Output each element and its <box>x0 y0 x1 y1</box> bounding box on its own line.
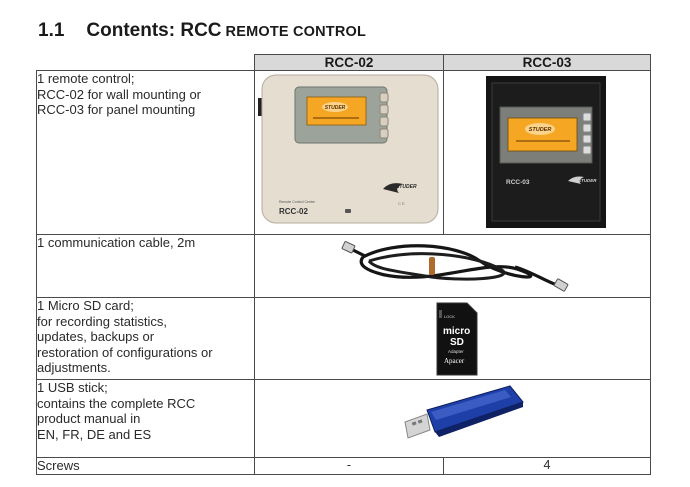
rcc02-lcd-logo: STUDER <box>325 105 346 111</box>
table-row: 1 communication cable, 2m <box>36 234 651 298</box>
rcc02-caption: Remote Control Centre <box>279 200 315 204</box>
cable-image-cell <box>254 234 651 298</box>
section-title-rest: remote control <box>225 24 367 40</box>
sd-brand-micro: micro <box>443 326 470 337</box>
row-description: 1 remote control; RCC-02 for wall mounti… <box>36 70 255 235</box>
screws-rcc02: - <box>254 457 444 475</box>
studer-logo-icon <box>383 183 403 193</box>
table-row: 1 Micro SD card; for recording statistic… <box>36 297 651 380</box>
screws-rcc03: 4 <box>443 457 651 475</box>
contents-table: RCC-02 RCC-03 1 remote control; RCC-02 f… <box>36 54 651 475</box>
studer-logo-icon <box>568 176 584 184</box>
micro-sd-card-image: LOCK micro SD Adapter Apacer <box>436 302 478 376</box>
column-header-rcc03: RCC-03 <box>443 54 651 71</box>
usb-image-cell <box>254 379 651 458</box>
header-row: RCC-02 RCC-03 <box>36 54 651 71</box>
column-header-rcc02: RCC-02 <box>254 54 444 71</box>
sd-vendor-label: Apacer <box>444 357 465 365</box>
sd-image-cell: LOCK micro SD Adapter Apacer <box>254 297 651 380</box>
usb-stick-image <box>404 385 524 439</box>
communication-cable-image <box>341 241 569 292</box>
rcc02-device-image: STUDER STUDER Remote Control Centre RCC-… <box>258 74 439 224</box>
table-row: 1 USB stick; contains the complete RCC p… <box>36 379 651 458</box>
section-title-lead: Contents: RCC <box>86 20 222 41</box>
header-blank <box>36 54 255 71</box>
svg-text:C E: C E <box>398 201 405 206</box>
rcc03-body-label: RCC-03 <box>506 179 530 186</box>
sd-adapter-label: Adapter <box>448 349 464 354</box>
section-number: 1.1 <box>38 20 65 41</box>
table-row: Screws - 4 <box>36 457 651 475</box>
rcc02-body-logo: STUDER <box>396 184 417 190</box>
rcc03-body-logo: STUDER <box>578 178 597 183</box>
rcc03-device-image: STUDER RCC-03 STUDER <box>486 76 606 228</box>
rcc02-image-cell: STUDER STUDER Remote Control Centre RCC-… <box>254 70 444 235</box>
rcc02-body-label: RCC-02 <box>279 207 308 216</box>
section-heading: 1.1 Contents: RCC remote control <box>38 20 366 46</box>
row-description: 1 communication cable, 2m <box>36 234 255 298</box>
sd-brand-sd: SD <box>450 337 464 348</box>
row-description: 1 Micro SD card; for recording statistic… <box>36 297 255 380</box>
rcc03-image-cell: STUDER RCC-03 STUDER <box>443 70 651 235</box>
row-description: Screws <box>36 457 255 475</box>
rcc03-lcd-logo: STUDER <box>529 127 552 133</box>
table-row: 1 remote control; RCC-02 for wall mounti… <box>36 70 651 235</box>
row-description: 1 USB stick; contains the complete RCC p… <box>36 379 255 458</box>
sd-lock-label: LOCK <box>444 314 455 319</box>
